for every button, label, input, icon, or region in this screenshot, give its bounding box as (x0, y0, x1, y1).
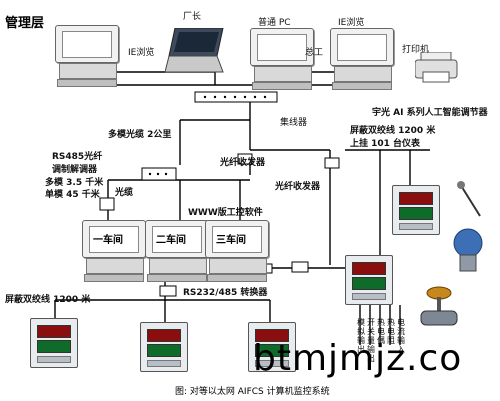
io-label-switch-output: 开关量输出 (367, 318, 375, 363)
control-valve-icon (420, 286, 458, 326)
controller-bottom-left (30, 318, 78, 368)
controller-right-top (392, 185, 440, 235)
fiber-transceiver-right-label: 光纤收发器 (275, 182, 321, 192)
connect-instruments-label: 上挂 101 台仪表 (350, 139, 421, 149)
ie-top-label: IE浏览 (338, 18, 365, 28)
workshop-2-label: 二车间 (156, 235, 186, 246)
hub-label: 集线器 (280, 118, 308, 128)
io-label-analog-output: 模拟输出 (357, 318, 365, 354)
rs232-485-label: RS232/485 转换器 (183, 288, 268, 298)
io-label-rtd: 热电阻 (387, 318, 395, 345)
printer-label: 打印机 (402, 45, 430, 55)
workshop-1-label: 一车间 (93, 235, 123, 246)
printer-icon (415, 52, 458, 83)
figure-caption: 图: 对等以太网 AIFCS 计算机监控系统 (175, 387, 330, 397)
controller-bottom-right (248, 322, 296, 372)
laptop-icon (165, 28, 224, 73)
shielded-twisted-left-label: 屏蔽双绞线 1200 米 (5, 295, 91, 305)
io-label-current-input: 电流输入 (397, 318, 405, 354)
controller-middle-right (345, 255, 393, 305)
io-label-thermocouple: 热电偶 (377, 318, 385, 345)
regular-pc-label: 普通 PC (258, 18, 291, 28)
pressure-transmitter-icon (453, 228, 483, 272)
watermark-text: btmjmjz.co (253, 338, 463, 379)
shielded-twisted-right-label: 屏蔽双绞线 1200 米 (350, 126, 436, 136)
factory-head-label: 厂长 (183, 12, 202, 22)
fiber-transceiver-top-label: 光纤收发器 (220, 158, 266, 168)
regulator-title-label: 宇光 AI 系列人工智能调节器 (372, 108, 488, 118)
rs485-modem-label: 调制解调器 (52, 165, 98, 175)
workshop-3-label: 三车间 (216, 235, 246, 246)
multimode-fiber-label: 多模光缆 2公里 (108, 130, 172, 140)
rs485-fiber-label: RS485光纤 (52, 152, 103, 162)
www-software-label: WWW版工控软件 (188, 208, 263, 218)
ie-left-label: IE浏览 (128, 48, 155, 58)
thermocouple-probe-icon (457, 181, 481, 217)
singlemode-distance-label: 单模 45 千米 (45, 190, 100, 200)
multimode-distance-label: 多模 3.5 千米 (45, 178, 104, 188)
page-title: 管理层 (5, 16, 45, 31)
chief-engineer-label: 总工 (305, 48, 324, 58)
controller-bottom-middle (140, 322, 188, 372)
fiber-cable-label: 光缆 (115, 188, 134, 198)
